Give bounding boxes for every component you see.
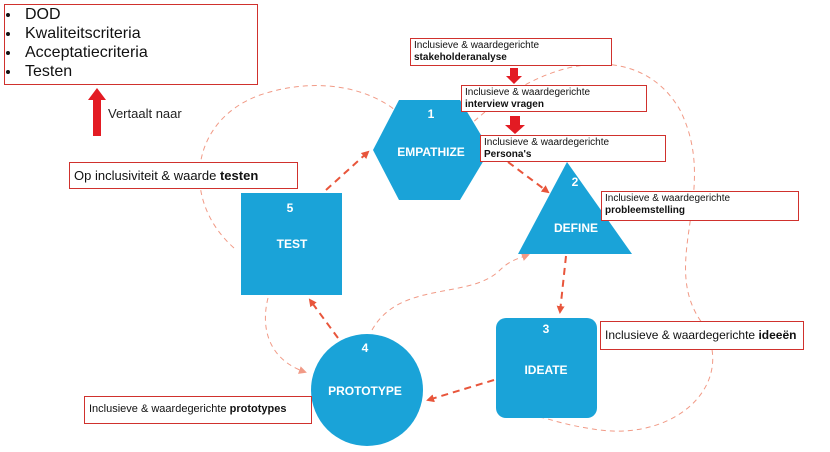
note-stakeholder: Inclusieve & waardegerichte stakeholdera… <box>410 38 612 66</box>
phase-number: 3 <box>543 322 550 336</box>
note-personas: Inclusieve & waardegerichte Persona's <box>480 135 666 162</box>
phase-number: 1 <box>428 107 435 121</box>
down-arrow-icon <box>505 116 525 134</box>
note-bold: probleemstelling <box>605 205 686 216</box>
translates-label: Vertaalt naar <box>108 106 182 121</box>
note-bold: prototypes <box>229 403 287 415</box>
note-prefix: Inclusieve & waardegerichte <box>465 87 591 98</box>
note-prefix: Inclusieve & waardegerichte <box>414 40 540 51</box>
flow-arrow-define-to-ideate <box>556 255 567 314</box>
criteria-list-box: DOD Kwaliteitscriteria Acceptatiecriteri… <box>4 4 258 85</box>
phase-label-ideate: IDEATE <box>524 363 567 377</box>
flow-arrow-test-to-empathize <box>325 150 370 191</box>
phase-label-empathize: EMPATHIZE <box>397 145 465 159</box>
flow-arrow-prototype-to-test <box>308 298 339 339</box>
ideate-rounded-square <box>496 318 597 418</box>
note-testen: Op inclusiviteit & waarde testen <box>69 162 298 189</box>
prototype-circle <box>311 334 423 446</box>
note-bold: testen <box>219 168 259 183</box>
note-interview: Inclusieve & waardegerichte interview vr… <box>461 85 647 112</box>
phase-number: 2 <box>572 175 579 189</box>
test-square <box>241 193 342 295</box>
define-triangle <box>518 162 632 254</box>
outer-loop-path <box>264 297 307 374</box>
note-prefix: Inclusieve & waardegerichte <box>605 193 731 204</box>
note-bold: stakeholderanalyse <box>414 52 507 63</box>
criteria-list: DOD Kwaliteitscriteria Acceptatiecriteri… <box>5 5 257 81</box>
note-bold: ideeën <box>758 328 797 342</box>
outer-loop-path <box>371 253 530 331</box>
note-prototypes: Inclusieve & waardegerichte prototypes <box>84 396 312 424</box>
empathize-hexagon <box>373 100 490 200</box>
list-item: DOD <box>21 5 257 24</box>
phase-number: 4 <box>362 341 369 355</box>
note-prefix: Inclusieve & waardegerichte <box>605 328 756 342</box>
note-prefix: Op inclusiviteit & waarde <box>74 168 217 183</box>
list-item: Testen <box>21 62 257 81</box>
up-arrow-icon <box>88 88 106 136</box>
outer-loop-path <box>199 85 396 249</box>
phase-number: 5 <box>287 201 294 215</box>
flow-arrow-ideate-to-prototype <box>426 379 495 403</box>
note-bold: interview vragen <box>465 99 544 110</box>
note-prefix: Inclusieve & waardegerichte <box>484 137 610 148</box>
phase-label-define: DEFINE <box>554 221 598 235</box>
list-item: Acceptatiecriteria <box>21 43 257 62</box>
outer-loop-path <box>454 63 713 432</box>
phase-label-prototype: PROTOTYPE <box>328 384 402 398</box>
list-item: Kwaliteitscriteria <box>21 24 257 43</box>
flow-arrow-empathize-to-define <box>507 161 550 194</box>
note-probleemstelling: Inclusieve & waardegerichte probleemstel… <box>601 191 799 221</box>
down-arrow-icon <box>506 68 522 84</box>
note-prefix: Inclusieve & waardegerichte <box>89 403 227 415</box>
note-bold: Persona's <box>484 149 532 160</box>
phase-label-test: TEST <box>277 237 308 251</box>
note-ideeen: Inclusieve & waardegerichte ideeën <box>600 321 804 350</box>
